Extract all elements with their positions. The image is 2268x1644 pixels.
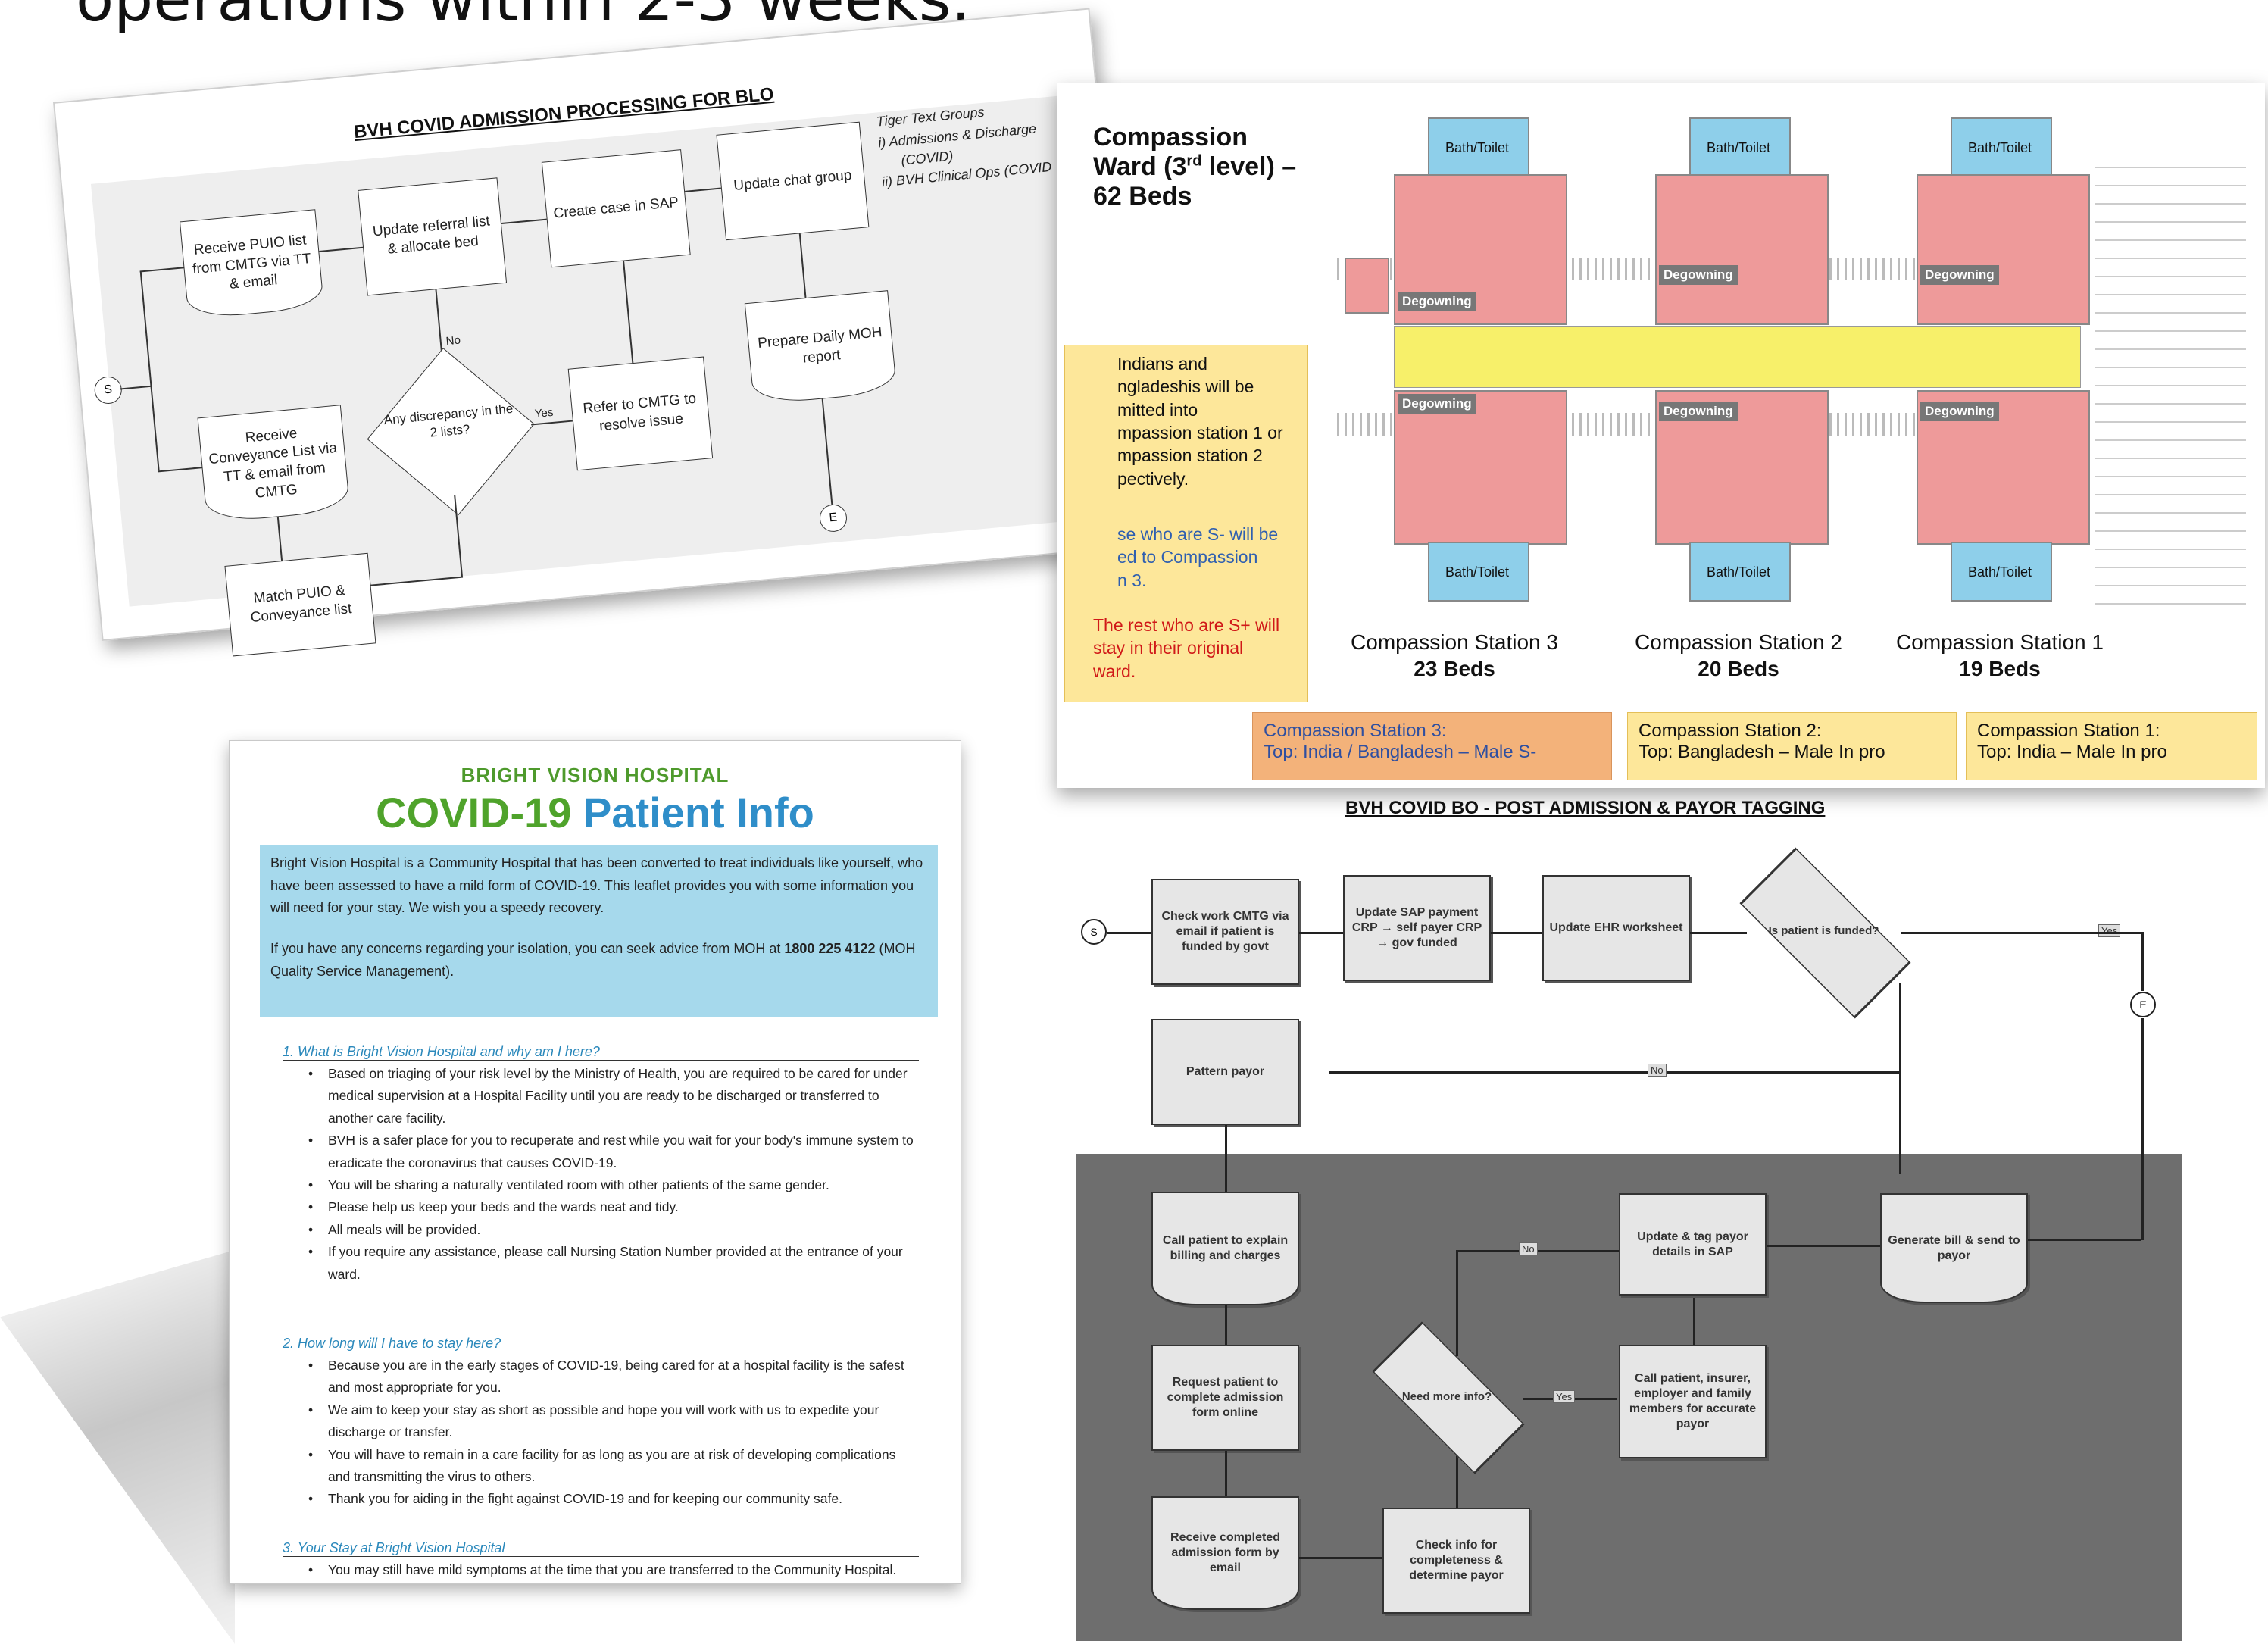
no-tag-2: No [1519,1242,1538,1255]
create-case-box: Create case in SAP [541,149,691,268]
yes-tag-2: Yes [1553,1390,1576,1403]
payor-tagging-flowchart: S Check work CMTG via email if patient i… [1068,847,2223,1641]
update-sap-box: Update SAP payment CRP → self payer CRP … [1343,875,1491,981]
compassion-ward-floor-plan: Compassion Ward (3rd level) – 62 Beds In… [1057,83,2265,788]
call-others-box: Call patient, insurer, employer and fami… [1619,1345,1767,1458]
match-lists-box: Match PUIO & Conveyance list [224,552,376,657]
note-s-positive: The rest who are S+ will stay in their o… [1093,615,1280,681]
central-corridor [1394,326,2081,388]
check-email-box: Check work CMTG via email if patient is … [1151,879,1299,985]
station-3-tab: Compassion Station 3:Top: India / Bangla… [1252,712,1612,780]
receive-puio-list-box: Receive PUIO list from CMTG via TT & ema… [179,209,325,320]
receive-form-box: Receive completed admission form by emai… [1151,1496,1299,1610]
section-1-list: Based on triaging of your risk level by … [308,1063,919,1286]
prepare-moh-report-box: Prepare Daily MOH report [744,290,898,405]
update-tag-payor-box: Update & tag payor details in SAP [1619,1193,1767,1296]
bath-toilet-s3-bottom [1428,542,1529,602]
list-item: BVH is a safer place for you to recupera… [308,1130,919,1174]
bath-toilet-s1-bottom [1951,542,2052,602]
update-referral-list-box: Update referral list & allocate bed [358,177,508,296]
station-2-tab: Compassion Station 2:Top: Bangladesh – M… [1627,712,1957,780]
bath-toilet-s1-top [1951,117,2052,177]
rooms-s3-bottom [1394,390,1567,545]
rooms-s2-top [1655,174,1829,325]
payor-tagging-title: BVH COVID BO - POST ADMISSION & PAYOR TA… [1345,798,1826,818]
list-item: We aim to keep your stay as short as pos… [308,1399,919,1444]
is-funded-label: Is patient is funded? [1768,924,1879,937]
start-connector: S [1081,919,1107,945]
receive-conveyance-list-box: Receive Conveyance List via TT & email f… [197,405,351,524]
update-ehr-box: Update EHR worksheet [1542,875,1690,981]
list-item: You may still have mild symptoms at the … [308,1559,919,1583]
list-item: You will have to remain in a care facili… [308,1444,919,1489]
update-chat-group-box: Update chat group [716,121,870,241]
no-label: No [445,333,461,348]
generate-bill-box: Generate bill & send to payor [1880,1193,2028,1303]
decorative-shadow [0,1250,235,1644]
note-s-negative: se who are S- will be ed to Compassion n… [1117,524,1279,590]
degowning-s3-bottom: Degowning [1398,394,1476,414]
patient-info-leaflet: BRIGHT VISION HOSPITAL COVID-19 Patient … [229,740,961,1584]
end-connector: E [2130,992,2156,1017]
refer-to-cmtg-box: Refer to CMTG to resolve issue [567,356,714,471]
section-1-heading: 1. What is Bright Vision Hospital and wh… [283,1044,919,1061]
degowning-s1-bottom: Degowning [1920,402,1999,421]
degowning-s3-top: Degowning [1398,292,1476,311]
rooms-s3-top [1394,174,1567,325]
list-item: You will be sharing a naturally ventilat… [308,1174,919,1197]
notes-panel [1064,345,1308,702]
list-item: Because you are in the early stages of C… [308,1355,919,1399]
leaflet-title: COVID-19 Patient Info [376,789,814,836]
list-item: If you require any assistance, please ca… [308,1241,919,1286]
section-2-list: Because you are in the early stages of C… [308,1355,919,1511]
list-item: Thank you for aiding in the fight agains… [308,1488,919,1511]
end-connector: E [818,503,848,533]
yes-label: Yes [534,405,555,421]
list-item: Based on triaging of your risk level by … [308,1063,919,1130]
bath-toilet-s3-top [1428,117,1529,177]
note-indians-bangladeshis: Indians and ngladeshis will be mitted in… [1117,354,1283,489]
call-patient-box: Call patient to explain billing and char… [1151,1192,1299,1305]
pattern-payor-box: Pattern payor [1151,1019,1299,1125]
request-form-box: Request patient to complete admission fo… [1151,1345,1299,1451]
slide-heading: operations within 2-3 weeks. [76,0,971,36]
station-1-tab: Compassion Station 1:Top: India – Male I… [1966,712,2257,780]
side-room [1345,258,1389,314]
ward-title: Compassion Ward (3rd level) – 62 Beds [1093,123,1297,211]
degowning-s2-top: Degowning [1659,265,1738,285]
right-utility-area [2095,152,2246,621]
degowning-s1-top: Degowning [1920,265,1999,285]
list-item: All meals will be provided. [308,1219,919,1242]
section-3-list: You may still have mild symptoms at the … [308,1559,919,1583]
leaflet-org: BRIGHT VISION HOSPITAL [461,764,729,786]
yes-tag: Yes [2098,924,2121,937]
degowning-s2-bottom: Degowning [1659,402,1738,421]
bath-toilet-s2-top [1689,117,1791,177]
check-info-box: Check info for completeness & determine … [1382,1508,1530,1614]
no-tag: No [1648,1064,1667,1077]
leaflet-intro: Bright Vision Hospital is a Community Ho… [260,845,938,1017]
flowchart-canvas: S Receive PUIO list from CMTG via TT & e… [90,94,1118,657]
start-connector: S [93,375,123,405]
section-2-heading: 2. How long will I have to stay here? [283,1336,919,1352]
bath-toilet-s2-bottom [1689,542,1791,602]
need-more-info-label: Need more info? [1401,1390,1492,1403]
rooms-s1-top [1917,174,2090,325]
admission-processing-flowchart: BVH COVID ADMISSION PROCESSING FOR BLO S… [53,8,1139,657]
list-item: Please help us keep your beds and the wa… [308,1196,919,1219]
section-3-heading: 3. Your Stay at Bright Vision Hospital [283,1540,919,1557]
